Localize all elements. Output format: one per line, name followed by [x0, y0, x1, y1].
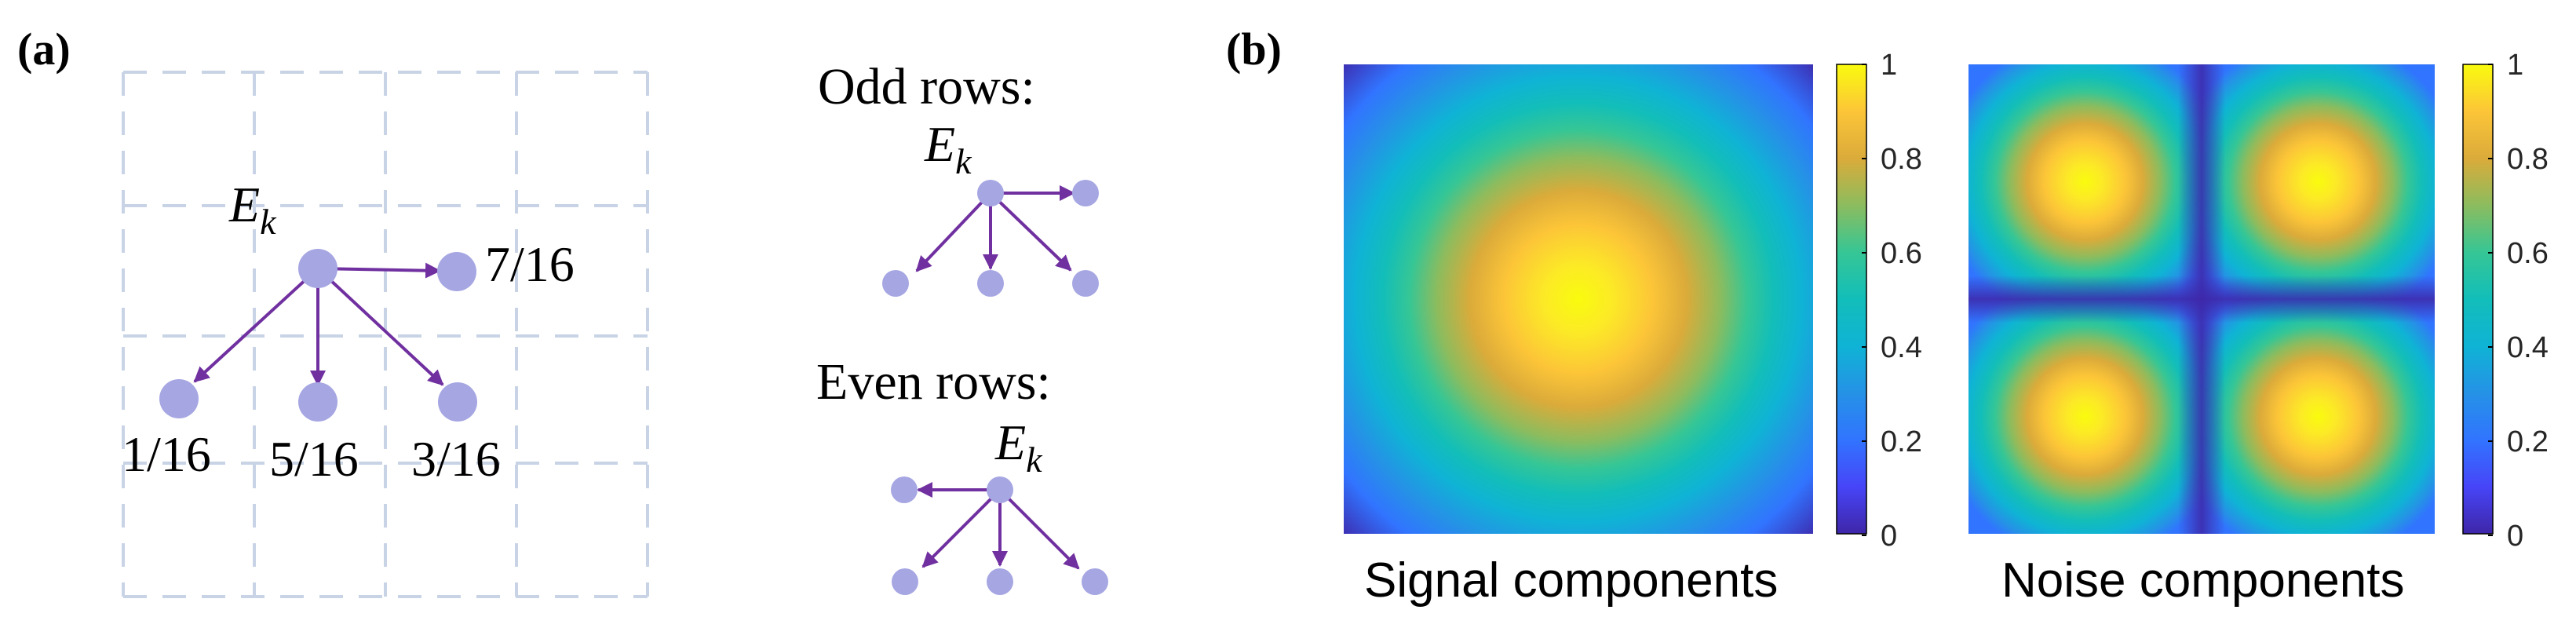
arrow-right	[317, 262, 441, 279]
signal-caption: Signal components	[1364, 553, 1778, 608]
right-neighbor-dot	[437, 252, 476, 291]
signal-colorbar-tick-3: 0.6	[1881, 237, 1922, 270]
error-grid	[122, 71, 649, 598]
weight-down: 5/16	[269, 431, 359, 487]
noise-colorbar-tick-3: 0.6	[2507, 237, 2549, 270]
signal-colorbar: 0 0.2 0.4 0.6 0.8 1	[1836, 49, 1922, 553]
noise-heatmap	[1968, 64, 2435, 534]
pixel-dots-main	[159, 249, 477, 422]
arrow-down-right	[316, 267, 444, 386]
down-right-neighbor-dot	[438, 382, 477, 422]
pixel-dots-even	[891, 476, 1108, 595]
signal-colorbar-tick-2: 0.4	[1881, 331, 1922, 364]
noise-caption: Noise components	[2001, 553, 2405, 608]
down-neighbor-dot	[298, 382, 338, 422]
pixel-dots-odd	[882, 180, 1099, 297]
weight-down-left: 1/16	[122, 426, 211, 482]
panel-a-label: (a)	[17, 24, 71, 75]
signal-colorbar-tick-4: 0.8	[1881, 143, 1922, 176]
noise-colorbar: 0 0.2 0.4 0.6 0.8 1	[2462, 49, 2549, 553]
even-rows-title: Even rows:	[816, 353, 1051, 411]
odd-rows-title: Odd rows:	[818, 58, 1035, 115]
arrow-down-left	[193, 267, 319, 383]
noise-colorbar-tick-4: 0.8	[2507, 143, 2549, 176]
ek-label-odd: Ek	[924, 116, 972, 181]
weight-right: 7/16	[485, 236, 575, 292]
ek-label-main: Ek	[228, 177, 277, 242]
signal-colorbar-tick-5: 1	[1881, 49, 1897, 82]
noise-colorbar-tick-1: 0.2	[2507, 425, 2549, 458]
noise-colorbar-tick-5: 1	[2507, 49, 2523, 82]
panel-b-label: (b)	[1226, 24, 1282, 75]
ek-label-even: Ek	[994, 414, 1043, 480]
weight-down-right: 3/16	[411, 431, 501, 487]
signal-colorbar-tick-0: 0	[1881, 520, 1897, 553]
current-pixel-dot	[298, 249, 338, 288]
down-left-neighbor-dot	[159, 379, 199, 418]
noise-colorbar-tick-2: 0.4	[2507, 331, 2549, 364]
signal-colorbar-tick-1: 0.2	[1881, 425, 1922, 458]
signal-heatmap	[1344, 64, 1813, 534]
noise-colorbar-tick-0: 0	[2507, 520, 2523, 553]
